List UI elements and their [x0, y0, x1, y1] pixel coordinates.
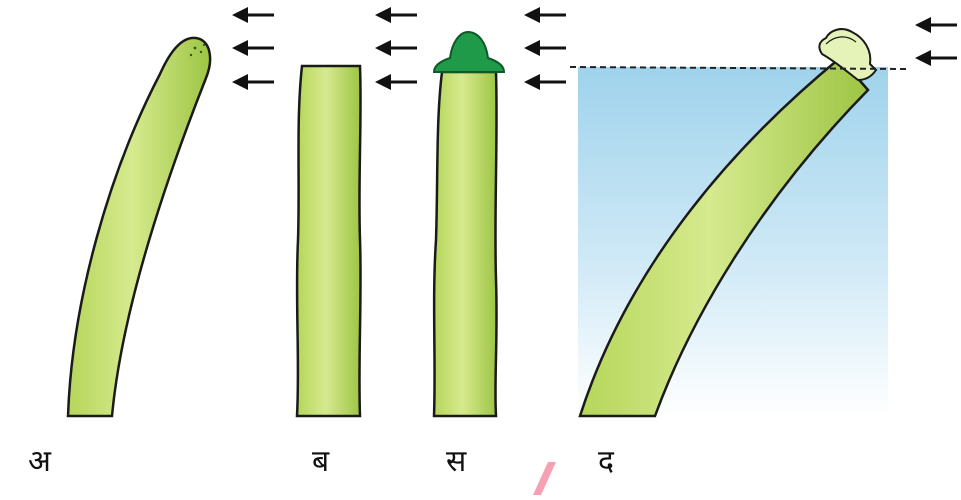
arrow-left-icon: [524, 40, 566, 56]
arrow-left-icon: [232, 40, 274, 56]
arrow-left-icon: [375, 40, 417, 56]
coleoptile-a: [68, 38, 210, 416]
pink-mark: [533, 462, 556, 495]
arrow-left-icon: [375, 74, 417, 90]
label-b: ब: [312, 447, 329, 477]
label-d: द: [598, 447, 614, 477]
arrow-left-icon: [524, 74, 566, 90]
opaque-cap: [434, 32, 504, 72]
arrow-left-icon: [915, 50, 957, 66]
label-c: स: [446, 447, 466, 477]
coleoptile-b: [297, 66, 361, 416]
arrow-left-icon: [232, 7, 274, 23]
coleoptile-c: [434, 72, 497, 416]
arrow-left-icon: [375, 7, 417, 23]
label-a: अ: [28, 447, 51, 477]
arrow-left-icon: [915, 17, 957, 33]
arrow-left-icon: [232, 74, 274, 90]
arrow-left-icon: [524, 7, 566, 23]
